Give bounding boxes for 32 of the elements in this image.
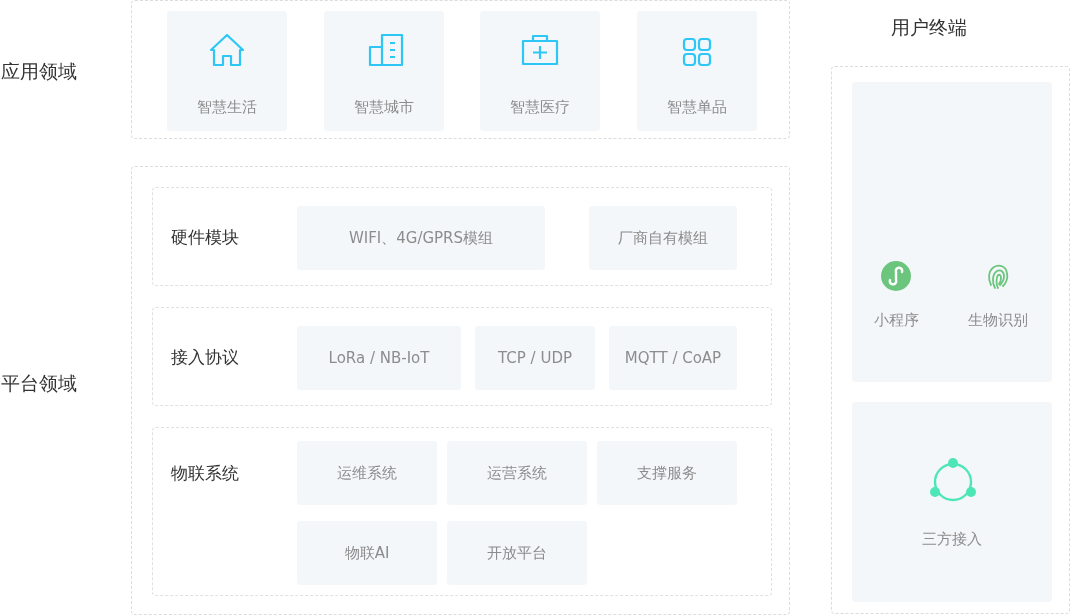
module-tile: 物联AI: [297, 521, 437, 585]
dashed-row-frame: [152, 187, 772, 286]
module-tile: 运营系统: [447, 441, 587, 505]
module-tile: 开放平台: [447, 521, 587, 585]
application-tile: [637, 11, 757, 131]
row-heading: 硬件模块: [171, 226, 240, 249]
section-heading: 应用领域: [1, 59, 78, 84]
terminal-panel: [852, 82, 1052, 382]
terminal-label: 生物识别: [967, 311, 1029, 330]
tile-label: 智慧生活: [196, 98, 258, 117]
application-tile: [167, 11, 287, 131]
application-tile: [324, 11, 444, 131]
tile-label: 智慧单品: [666, 98, 728, 117]
tile-label: 智慧城市: [353, 98, 415, 117]
module-tile: 支撑服务: [597, 441, 737, 505]
row-heading: 物联系统: [171, 462, 240, 485]
module-tile: WIFI、4G/GPRS模组: [297, 206, 545, 270]
module-tile: MQTT / CoAP: [609, 326, 737, 390]
application-tile: [480, 11, 600, 131]
tile-label: 智慧医疗: [509, 98, 571, 117]
section-heading: 用户终端: [891, 15, 968, 40]
module-tile: 运维系统: [297, 441, 437, 505]
module-tile: LoRa / NB-IoT: [297, 326, 461, 390]
terminal-panel: [852, 402, 1052, 602]
dashed-row-frame: [152, 427, 772, 596]
dashed-row-frame: [152, 307, 772, 406]
module-tile: 厂商自有模组: [589, 206, 737, 270]
terminal-label: 三方接入: [921, 530, 983, 549]
section-heading: 平台领域: [1, 371, 78, 396]
row-heading: 接入协议: [171, 346, 240, 369]
terminal-label: 小程序: [872, 311, 920, 330]
module-tile: TCP / UDP: [475, 326, 595, 390]
